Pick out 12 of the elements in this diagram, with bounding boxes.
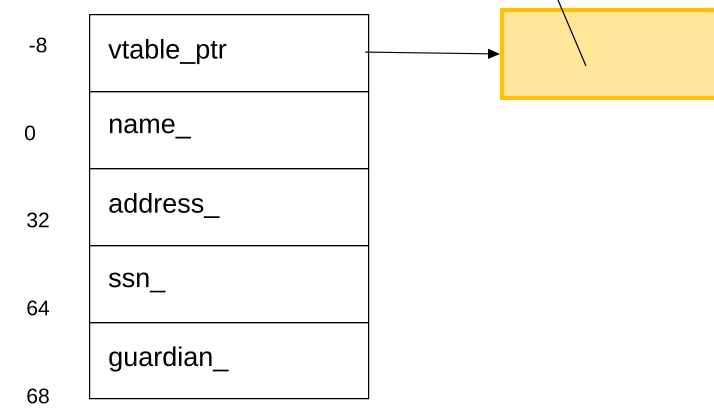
offset-label: 68 (27, 388, 49, 404)
offset-label: -8 (30, 38, 46, 52)
offset-label: 0 (24, 126, 36, 140)
field-cell: vtable_ptr (89, 14, 370, 92)
target-box (500, 8, 714, 100)
offset-label: 32 (27, 212, 49, 228)
field-cell: guardian_ (89, 322, 370, 400)
offset-label: 64 (27, 300, 50, 316)
field-cell: name_ (89, 91, 370, 170)
leader-line (557, 0, 587, 66)
field-cell: ssn_ (89, 245, 370, 324)
field-cell: address_ (89, 168, 370, 246)
